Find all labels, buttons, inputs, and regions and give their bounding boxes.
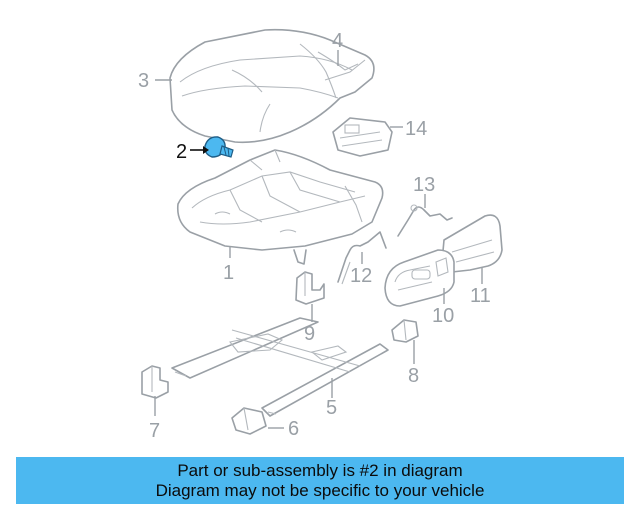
callout-12: 12 [350,265,372,287]
callout-7: 7 [149,420,160,442]
part-12-cable [337,231,387,285]
callout-13: 13 [413,174,435,196]
callout-6: 6 [288,418,299,440]
callout-10: 10 [432,305,454,327]
part-1-seat-frame [176,149,384,265]
part-14-module [332,117,393,157]
part-2-arrow [190,146,209,154]
callout-8: 8 [408,365,419,387]
banner-line-disclaimer: Diagram may not be specific to your vehi… [155,480,485,500]
callout-labels: 1 2 3 4 5 6 7 8 9 10 11 12 13 14 [138,30,491,442]
part-4-cushion-pad [317,51,366,81]
part-5-seat-track [171,317,389,417]
banner-line-part: Part or sub-assembly is #2 in diagram [177,460,463,480]
callout-5: 5 [326,397,337,419]
part-10-switch-panel [384,249,455,307]
part-9-bracket [295,271,325,305]
part-2-bolt [204,136,234,158]
callout-1: 1 [223,262,234,284]
part-6-end-cap [231,407,267,435]
callout-11: 11 [470,285,491,307]
callout-2: 2 [176,141,187,163]
callout-9: 9 [304,323,315,345]
callout-4: 4 [332,30,343,52]
leader-lines [154,50,483,429]
callout-14: 14 [405,118,427,140]
part-8-bracket [391,319,419,343]
part-11-side-trim [441,214,503,273]
info-banner: Part or sub-assembly is #2 in diagram Di… [16,457,624,504]
callout-3: 3 [138,70,149,92]
part-7-cover [141,365,169,399]
part-13-wire [397,204,453,237]
